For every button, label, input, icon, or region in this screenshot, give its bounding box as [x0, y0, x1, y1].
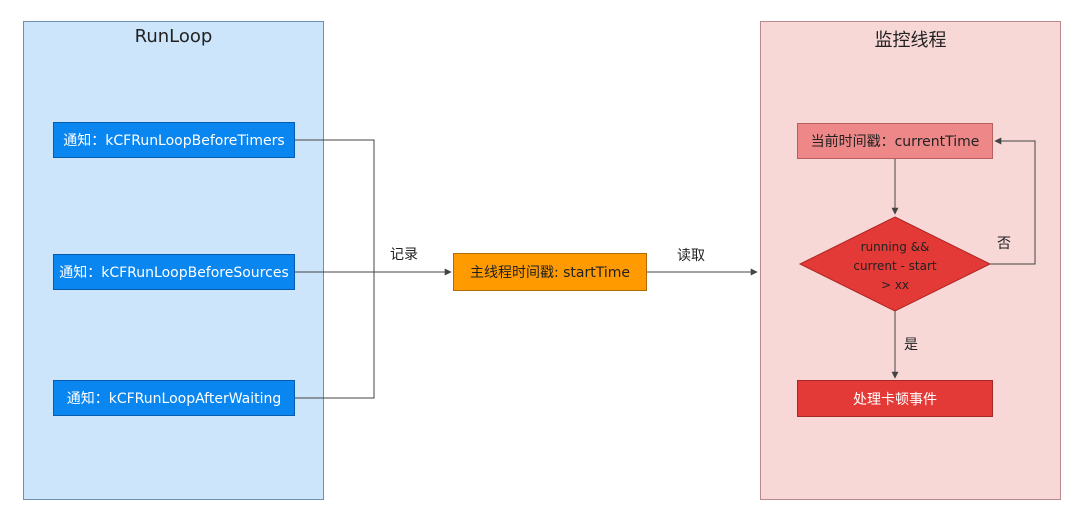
- notify-before-timers-box: 通知：kCFRunLoopBeforeTimers: [53, 122, 295, 158]
- main-thread-timestamp-box: 主线程时间戳: startTime: [453, 253, 647, 291]
- monitor-thread-title: 监控线程: [874, 30, 947, 51]
- decision-diamond: [798, 216, 992, 312]
- edge-label-record: 记录: [390, 247, 418, 263]
- notify-after-waiting-box: 通知：kCFRunLoopAfterWaiting: [53, 380, 295, 416]
- edge-label-no: 否: [997, 236, 1011, 252]
- handle-stall-event-box: 处理卡顿事件: [797, 380, 993, 417]
- connector-no-loop: [990, 137, 1036, 265]
- condition-line: running &&: [860, 240, 930, 254]
- condition-line: current - start: [853, 259, 937, 273]
- notify-before-sources-box: 通知：kCFRunLoopBeforeSources: [53, 254, 295, 290]
- connector-after-waiting: [295, 272, 375, 399]
- condition-line: > xx: [880, 278, 910, 292]
- edge-label-yes: 是: [904, 337, 918, 353]
- runloop-title: RunLoop: [134, 26, 213, 47]
- connector-before-timers: [295, 139, 375, 272]
- current-time-box: 当前时间戳：currentTime: [797, 123, 993, 159]
- decision-condition: running && current - start > xx: [800, 238, 990, 295]
- edge-label-read: 读取: [677, 248, 705, 264]
